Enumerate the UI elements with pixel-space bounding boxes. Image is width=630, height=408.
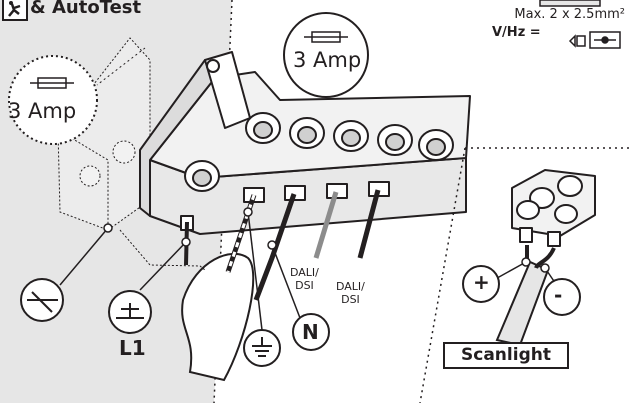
fuse-callout-main: [283, 12, 369, 98]
dali-label-2: DALI/ DSI: [336, 280, 365, 306]
section-divider: [419, 147, 630, 404]
cable-spec-label: Max. 2 x 2.5mm²: [514, 7, 625, 22]
live-terminal-label: L1: [119, 336, 146, 360]
leader-lines: [59, 207, 301, 331]
live-symbol: [108, 290, 152, 334]
dali-label-1: DALI/ DSI: [290, 266, 319, 292]
minus-terminal-label: -: [554, 283, 563, 307]
emergency-exit-icon: [2, 0, 28, 21]
main-terminal-block: [139, 51, 471, 235]
fuse-rating-side: 3 Amp: [8, 99, 77, 123]
vhz-label: V/Hz =: [492, 25, 541, 40]
plus-terminal-label: +: [473, 270, 490, 294]
neutral-symbol-circle: [292, 313, 330, 351]
neutral-terminal-label: N: [302, 320, 319, 344]
dali-label-1-line2: DSI: [295, 279, 314, 292]
minus-terminal-circle: [543, 278, 581, 316]
dali-label-2-line2: DSI: [341, 293, 360, 306]
fuse-callout-connector: [96, 47, 146, 86]
side-terminal-block: [57, 37, 151, 231]
dali-label-1-line1: DALI/: [290, 266, 319, 279]
scanlight-leader-lines: [489, 257, 561, 291]
strip-length-icon: [539, 0, 621, 49]
fuse-rating-main: 3 Amp: [293, 48, 362, 72]
plus-terminal-circle: [462, 265, 500, 303]
fuse-callout-side: [8, 55, 98, 145]
dali-label-2-line1: DALI/: [336, 280, 365, 293]
header-title: & AutoTest: [30, 0, 142, 18]
scanlight-connector: [511, 169, 596, 247]
switched-live-symbol: [20, 278, 64, 322]
scanlight-label: Scanlight: [443, 342, 569, 369]
earth-symbol: [243, 329, 281, 367]
